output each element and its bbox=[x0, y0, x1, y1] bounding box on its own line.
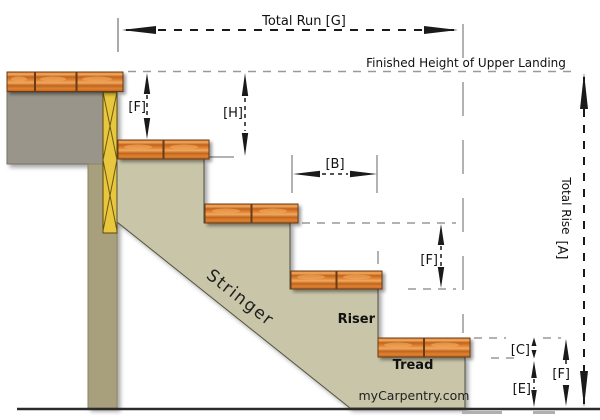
total-rise-label: Total Rise bbox=[559, 176, 573, 234]
dim-e: [E] bbox=[513, 361, 537, 407]
tread-board bbox=[336, 270, 383, 290]
landing-deck-boards bbox=[6, 71, 124, 92]
tread-board bbox=[117, 139, 164, 160]
tread-board bbox=[377, 337, 424, 358]
dim-f-middle: [F] bbox=[420, 224, 445, 288]
dim-f-bottom-label: [F] bbox=[552, 367, 570, 382]
finished-height-label: Finished Height of Upper Landing bbox=[366, 56, 566, 70]
tread-board bbox=[204, 203, 252, 224]
dim-f-bottom: [F] bbox=[552, 339, 570, 406]
step3-tread-boards bbox=[290, 270, 383, 290]
dim-f-middle-label: [F] bbox=[420, 253, 438, 268]
step4-tread-boards bbox=[377, 337, 471, 358]
reference-lines bbox=[117, 18, 575, 359]
arrowhead-down-icon bbox=[580, 371, 588, 407]
tread-board bbox=[251, 203, 299, 224]
total-rise-dimension: Total Rise [A] bbox=[554, 73, 588, 407]
tread-board bbox=[290, 270, 337, 290]
dim-b: [B] bbox=[293, 157, 377, 178]
tread-board bbox=[424, 337, 471, 358]
riser-label: Riser bbox=[338, 312, 376, 327]
dim-e-label: [E] bbox=[513, 382, 531, 397]
total-run-label: Total Run [G] bbox=[261, 14, 346, 29]
arrowhead-left-icon bbox=[122, 26, 156, 34]
dim-b-label: [B] bbox=[325, 157, 344, 172]
dim-c: [C] bbox=[511, 337, 537, 359]
upper-landing-structure bbox=[6, 91, 118, 409]
ledger-board bbox=[102, 91, 118, 234]
dim-f-upper: [F] bbox=[128, 73, 151, 139]
tread-board bbox=[163, 139, 210, 160]
arrowhead-right-icon bbox=[424, 26, 458, 34]
dim-h-label: [H] bbox=[223, 106, 243, 121]
dim-h: [H] bbox=[223, 73, 249, 156]
deck-board bbox=[76, 71, 124, 92]
arrowhead-up-icon bbox=[580, 73, 588, 109]
landing-block bbox=[6, 91, 104, 165]
deck-board bbox=[35, 71, 77, 92]
watermark: myCarpentry.com bbox=[359, 388, 470, 403]
dim-f-upper-label: [F] bbox=[128, 100, 146, 115]
total-run-dimension: Total Run [G] bbox=[122, 14, 458, 34]
tread-label: Tread bbox=[393, 358, 434, 373]
deck-board bbox=[6, 71, 35, 92]
total-rise-letter-label: [A] bbox=[554, 240, 569, 259]
dim-c-label: [C] bbox=[511, 343, 530, 358]
step2-tread-boards bbox=[204, 203, 299, 224]
step1-tread-boards bbox=[117, 139, 210, 160]
ground bbox=[17, 407, 600, 414]
